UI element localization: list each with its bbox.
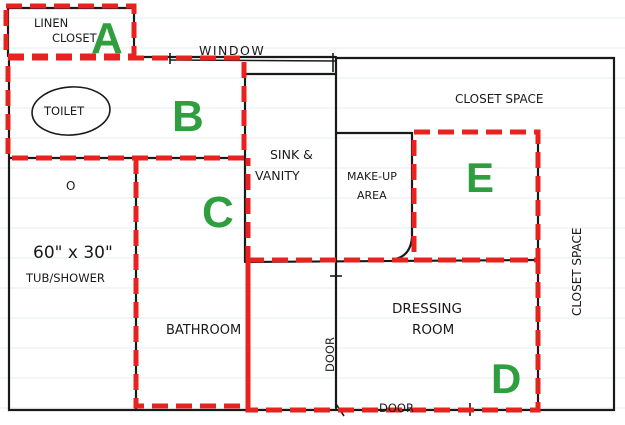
zone-e-letter: E: [466, 154, 494, 201]
walls: [6, 6, 616, 417]
zone-d-outline: [245, 257, 541, 413]
zone-c-letter: C: [202, 188, 234, 237]
bathroom-label: BATHROOM: [166, 323, 241, 338]
vanity-label: VANITY: [255, 168, 300, 183]
area-label: AREA: [357, 189, 387, 202]
zone-a-letter: A: [91, 14, 123, 63]
zone-outlines: [3, 3, 541, 413]
zone-d-letter: D: [491, 355, 521, 402]
door-vertical-label: DOOR: [323, 337, 337, 372]
window-sill: [169, 59, 337, 62]
zone-e-outline: [411, 129, 541, 263]
closet-space-top-label: CLOSET SPACE: [455, 92, 543, 106]
closet-label: CLOSET: [52, 31, 98, 45]
linen-label: LINEN: [34, 16, 68, 30]
door-bottom-label: DOOR: [379, 401, 414, 415]
tub-size-label: 60" x 30": [33, 243, 113, 263]
room-label: ROOM: [412, 322, 454, 338]
zone-b-letter: B: [172, 92, 204, 141]
zone-c-outline: [133, 158, 251, 409]
sink-label: SINK &: [270, 147, 313, 162]
tub-shower-label: TUB/SHOWER: [25, 271, 105, 285]
outer-wall: [7, 54, 616, 412]
ruled-paper-lines: [0, 17, 625, 409]
dressing-label: DRESSING: [392, 301, 462, 317]
toilet-label: TOILET: [43, 104, 85, 118]
tub-marker: O: [66, 179, 75, 193]
toilet-symbol: [31, 86, 111, 136]
makeup-label: MAKE-UP: [347, 170, 397, 183]
window-label: WINDOW: [199, 43, 265, 58]
closet-space-right-label: CLOSET SPACE: [570, 228, 584, 316]
